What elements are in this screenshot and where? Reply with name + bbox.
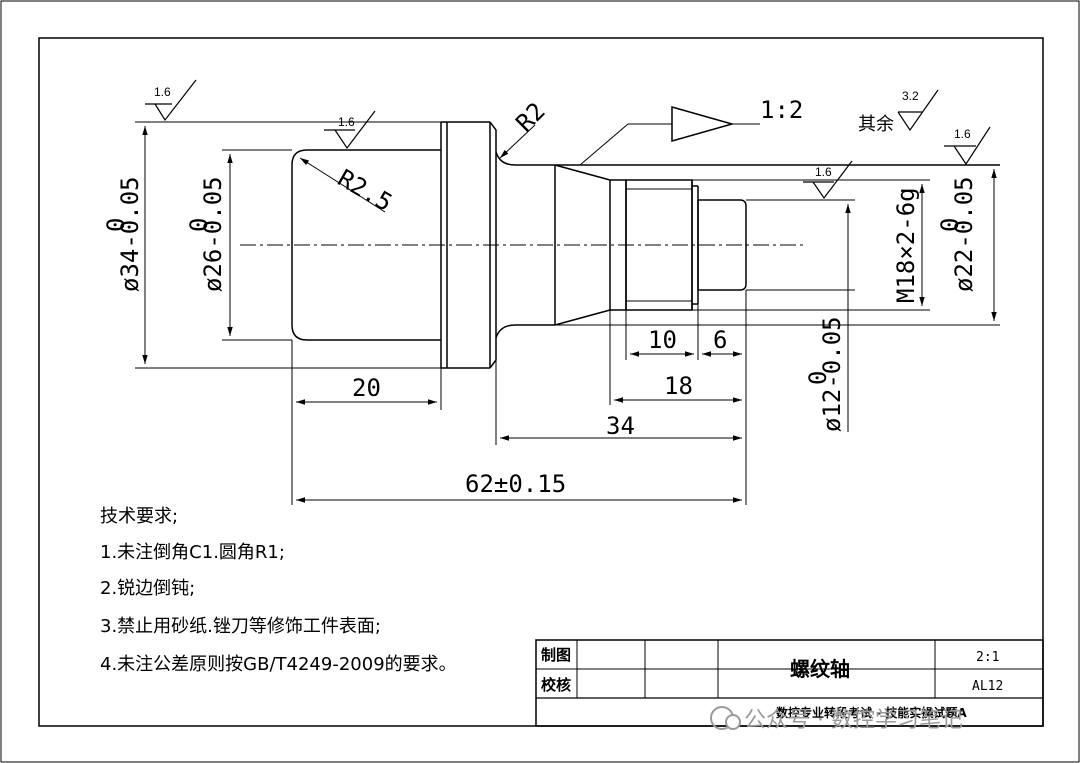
- technical-notes: 技术要求; 1.未注倒角C1.圆角R1; 2.锐边倒钝; 3.禁止用砂纸.锉刀等…: [100, 506, 457, 675]
- note-item: 2.锐边倒钝;: [100, 578, 195, 599]
- dimension-lines: [135, 121, 1000, 505]
- dim-od12-upper: 0: [804, 371, 832, 385]
- roughness-symbols: [145, 79, 991, 200]
- dim-od34-upper: 0: [102, 218, 130, 232]
- tb-part-name: 螺纹轴: [790, 657, 850, 681]
- dim-od26: ø26-0.05: [199, 176, 227, 292]
- tb-code: AL12: [972, 679, 1003, 694]
- tb-scale: 2:1: [976, 650, 999, 665]
- dim-len-6: 6: [713, 326, 727, 354]
- tb-checked-label: 校核: [541, 676, 571, 694]
- tb-exam-title: 数控专业转段考试 - 技能实操试题A: [776, 705, 967, 720]
- notes-title: 技术要求;: [100, 506, 178, 527]
- dim-len-20: 20: [352, 374, 381, 402]
- title-block: [535, 639, 1044, 727]
- note-item: 3.禁止用砂纸.锉刀等修饰工件表面;: [100, 616, 381, 637]
- dim-od22-upper: 0: [936, 218, 964, 232]
- dim-r25: R2.5: [333, 164, 397, 217]
- note-item: 1.未注倒角C1.圆角R1;: [100, 542, 285, 563]
- roughness-rest-value: 3.2: [902, 89, 919, 103]
- roughness-r2: 1.6: [338, 115, 355, 129]
- note-item: 4.未注公差原则按GB/T4249-2009的要求。: [100, 654, 457, 675]
- taper-symbol: [671, 106, 735, 142]
- dim-od22: ø22-0.05: [950, 176, 978, 292]
- dim-len-34: 34: [606, 412, 635, 440]
- dim-taper: 1:2: [760, 96, 803, 124]
- roughness-r4: 1.6: [954, 127, 971, 141]
- watermark-text: 公众号 · 数控学习笔记: [744, 708, 963, 733]
- dim-len-10: 10: [648, 326, 677, 354]
- roughness-rest-label: 其余: [858, 114, 894, 135]
- roughness-r3: 1.6: [815, 165, 832, 179]
- tb-drawn-label: 制图: [541, 646, 571, 664]
- roughness-r1: 1.6: [154, 85, 171, 99]
- dim-thread: M18×2-6g: [892, 187, 920, 303]
- dim-od34: ø34-0.05: [116, 176, 144, 292]
- watermark: 公众号 · 数控学习笔记: [710, 706, 963, 733]
- dim-r2: R2: [510, 97, 550, 137]
- dim-od12: ø12-0.05: [818, 316, 846, 432]
- dim-len-18: 18: [664, 372, 693, 400]
- dim-len-62: 62±0.15: [465, 470, 566, 498]
- dim-od26-upper: 0: [185, 218, 213, 232]
